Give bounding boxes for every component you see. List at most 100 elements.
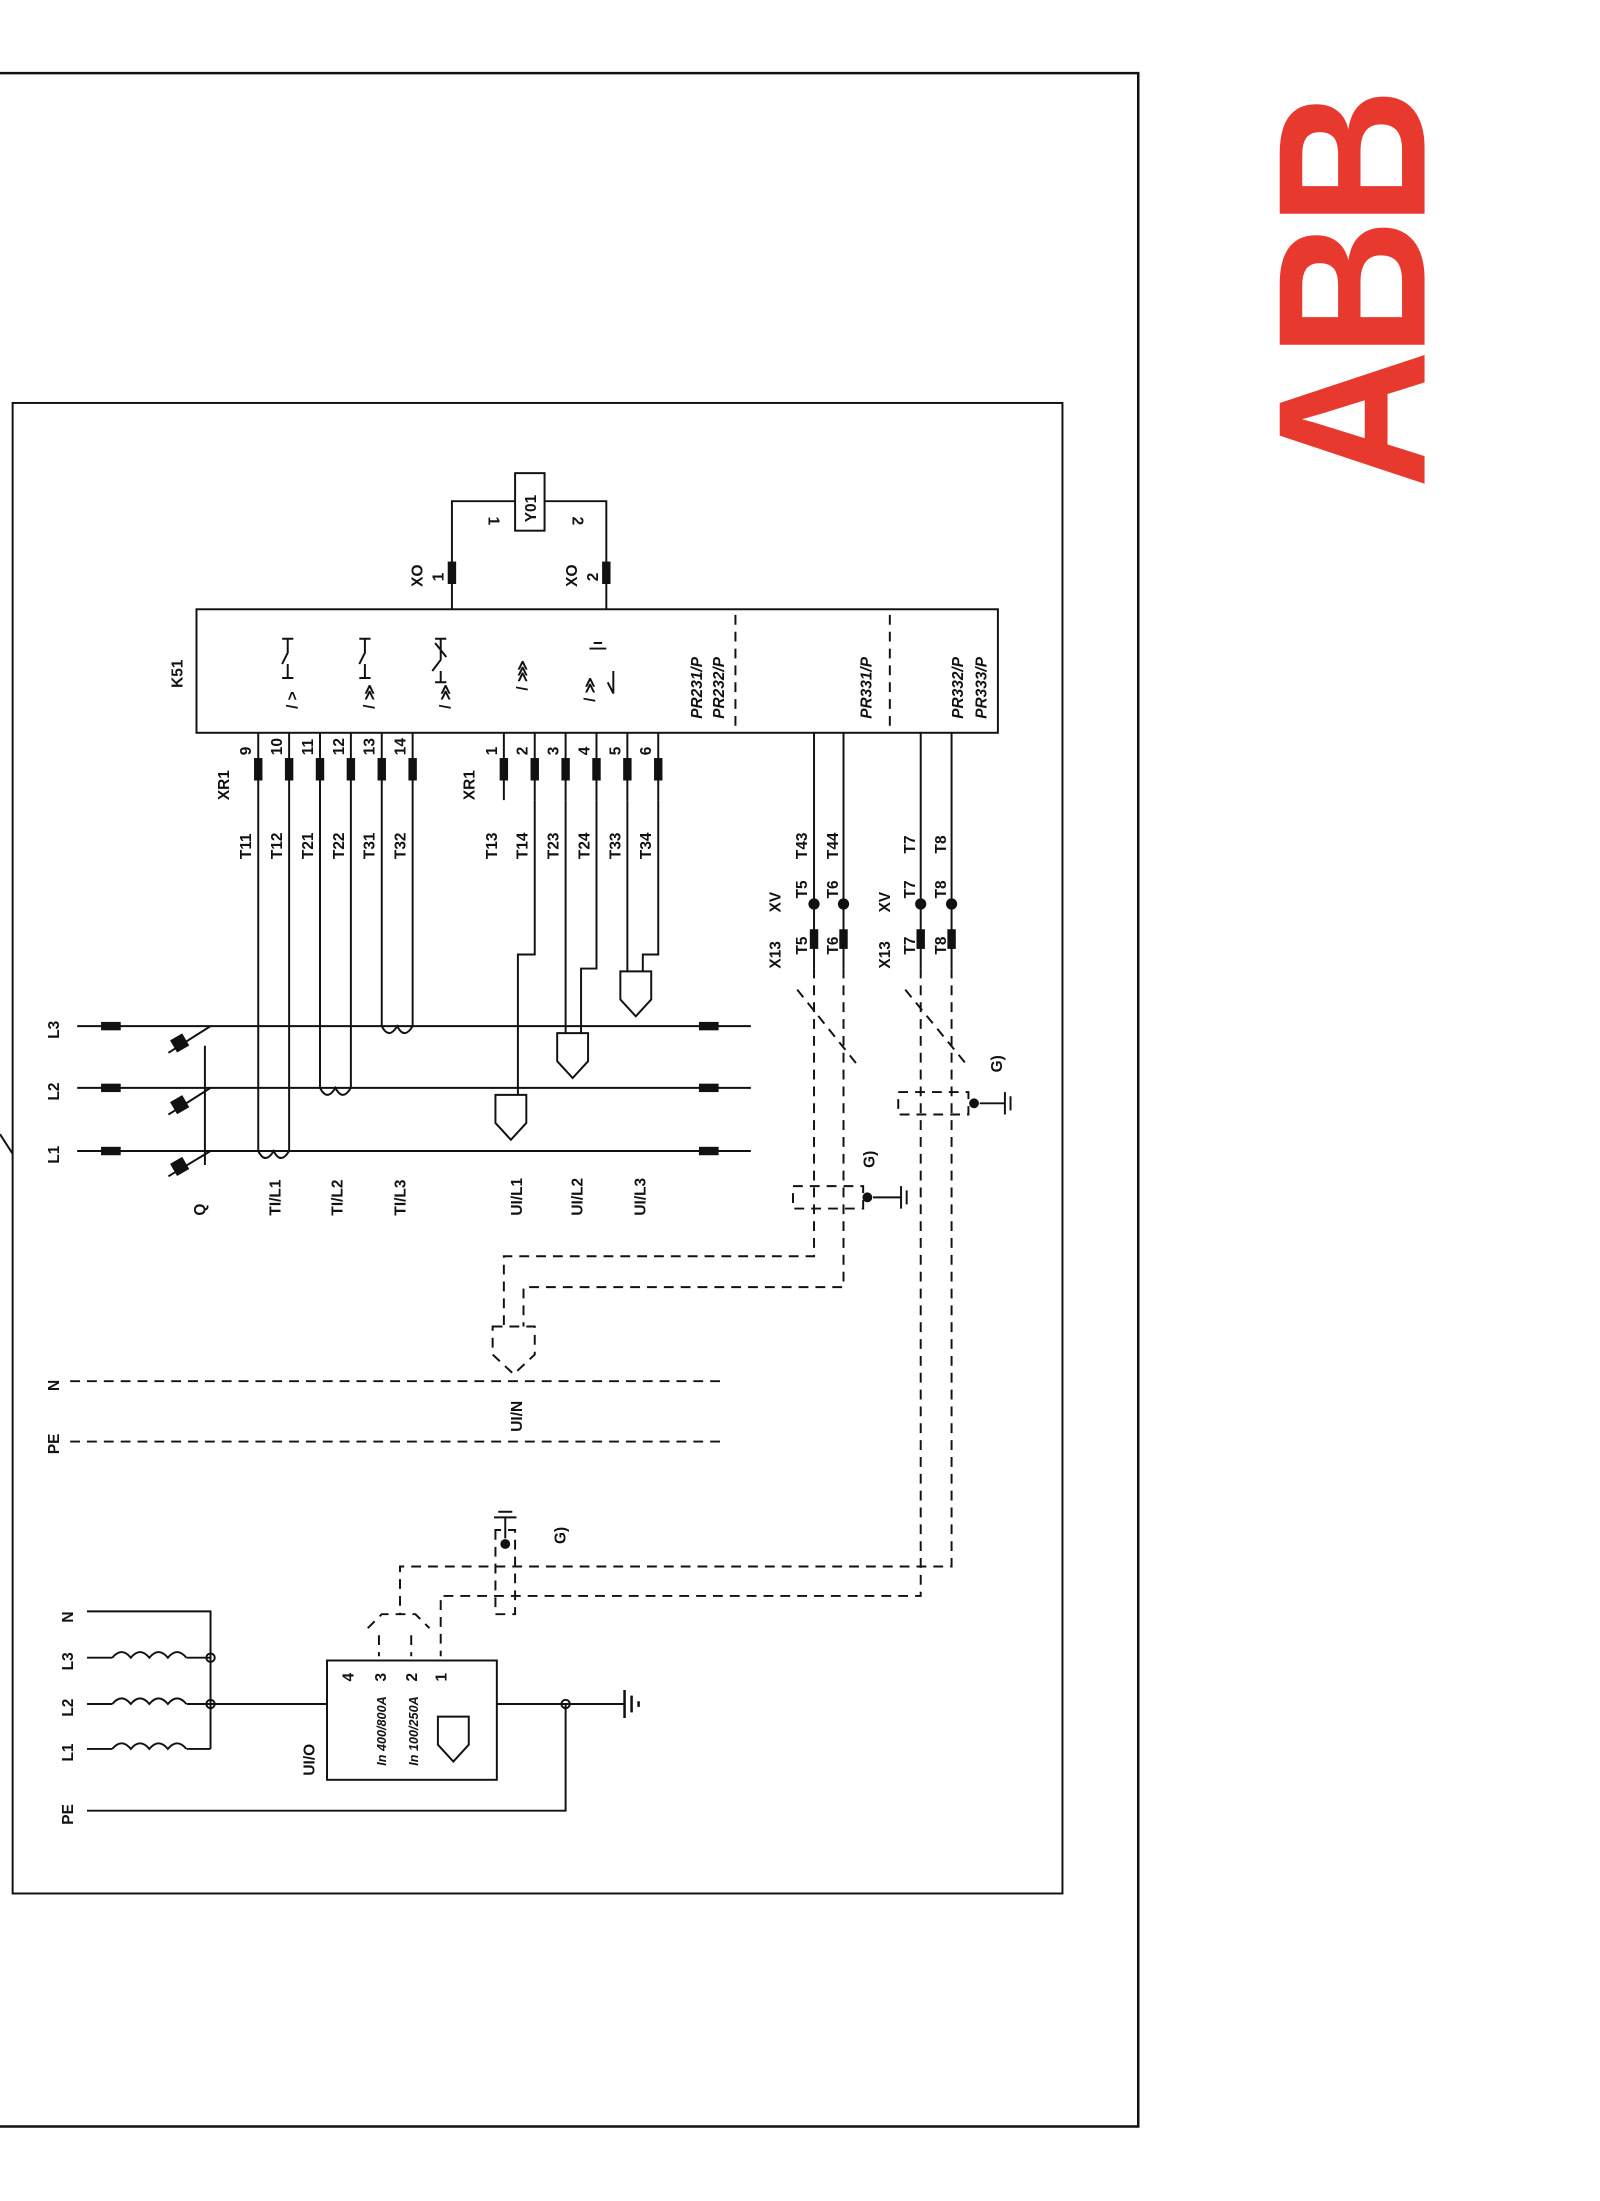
svg-text:PR332/P: PR332/P (950, 656, 967, 718)
svg-text:/ ≫: / ≫ (582, 677, 599, 702)
xr1-pin-label: 14 (393, 738, 410, 756)
svg-text:T43: T43 (794, 832, 811, 859)
current-transformer-icon (257, 1148, 290, 1160)
svg-text:1: 1 (433, 1673, 450, 1682)
svg-text:ABB: ABB (1234, 96, 1470, 489)
svg-text:L3: L3 (60, 1652, 77, 1670)
svg-text:PR333/P: PR333/P (974, 656, 991, 718)
coil-y01: Y01 1 2 XO 1 XO 2 (409, 472, 611, 610)
svg-text:L1: L1 (60, 1743, 77, 1761)
xr1-pin-label: 11 (300, 739, 317, 756)
xr1-pin-label: 1 (484, 746, 501, 755)
svg-text:XV: XV (767, 891, 784, 912)
xr1-pin-label: 10 (269, 738, 286, 755)
svg-text:UI/L2: UI/L2 (569, 1178, 586, 1216)
wire-label: T14 (515, 832, 532, 859)
wire-label: T22 (331, 833, 348, 860)
svg-text:PR232/P: PR232/P (711, 656, 728, 718)
svg-text:L2: L2 (60, 1699, 77, 1717)
svg-text:T7: T7 (902, 835, 919, 853)
svg-text:/ ≫: / ≫ (438, 684, 455, 709)
wire-label: T31 (362, 832, 379, 859)
phase-lines: L3 L2 L1 Q TI/L1 TI/L2 TI/L3 UI/L1 UI/L2… (46, 800, 751, 1216)
svg-text:UI/N: UI/N (509, 1401, 526, 1432)
svg-text:UI/L3: UI/L3 (633, 1177, 650, 1215)
svg-text:2: 2 (404, 1673, 421, 1682)
svg-text:G): G) (989, 1055, 1006, 1072)
abb-logo: ABB (1234, 96, 1470, 489)
svg-text:T7: T7 (902, 937, 919, 955)
svg-text:TI/L1: TI/L1 (268, 1179, 285, 1215)
svg-text:/ >: / > (285, 691, 302, 709)
xr1-pin-label: 13 (362, 738, 379, 756)
wire-label: T21 (300, 832, 317, 859)
svg-text:T8: T8 (933, 880, 950, 898)
svg-text:N: N (46, 1380, 63, 1391)
svg-text:UI/O: UI/O (301, 1744, 318, 1776)
svg-text:In 400/800A: In 400/800A (375, 1696, 389, 1765)
svg-text:2: 2 (569, 517, 586, 526)
xr1-pin-label: 5 (607, 746, 624, 755)
xr1-pin-label: 9 (238, 747, 255, 756)
svg-text:XO: XO (409, 565, 426, 587)
k51-trip-unit: K51 / > / ≫ / ≫ / ⋙ / ≫ PR231/P PR232/P … (169, 608, 999, 734)
svg-text:G): G) (861, 1151, 878, 1168)
svg-text:PE: PE (46, 1434, 63, 1455)
wire-label: T33 (607, 832, 624, 859)
svg-text:T44: T44 (825, 832, 842, 859)
svg-text:T7: T7 (902, 880, 919, 898)
svg-text:T5: T5 (794, 936, 811, 954)
svg-text:T6: T6 (825, 936, 842, 954)
svg-text:XR1: XR1 (461, 770, 478, 800)
inner-frame (11, 401, 1064, 1895)
svg-text:X13: X13 (767, 941, 784, 969)
svg-text:L3: L3 (46, 1020, 63, 1038)
xr1-terminals: XR1 XR1 9T1110T1211T2112T2213T3114T321T1… (216, 732, 663, 1160)
svg-text:1: 1 (431, 572, 448, 581)
svg-text:3: 3 (373, 1673, 390, 1682)
xr1-pin-label: 3 (546, 746, 563, 755)
dashed-wiring: G) G) G) (367, 968, 1012, 1657)
svg-text:G): G) (553, 1527, 570, 1544)
wire-label: T34 (638, 832, 655, 859)
svg-text:PR231/P: PR231/P (689, 656, 706, 718)
svg-text:PE: PE (60, 1804, 77, 1825)
current-transformer-icon (319, 1085, 352, 1096)
svg-text:1: 1 (484, 517, 501, 526)
wire-label: T13 (484, 832, 501, 859)
wire-label: T24 (576, 832, 593, 859)
xv-connectors: T43 T44 T7 T8 XV XV T5 T6 T7 T8 X13 X13 … (767, 732, 958, 969)
svg-text:/ ≫: / ≫ (362, 684, 379, 709)
svg-text:T8: T8 (933, 835, 950, 853)
xr1-pin-label: 4 (576, 746, 593, 755)
svg-text:TI/L2: TI/L2 (329, 1180, 346, 1216)
svg-text:T8: T8 (933, 936, 950, 954)
svg-text:K51: K51 (169, 659, 186, 688)
current-transformer-icon (380, 1024, 414, 1035)
svg-text:N: N (60, 1611, 77, 1622)
svg-text:T5: T5 (794, 880, 811, 898)
wire-label: T11 (238, 833, 255, 859)
svg-text:XR1: XR1 (216, 770, 233, 800)
wire-label: T12 (269, 833, 286, 860)
wire-label: T32 (393, 833, 410, 860)
svg-text:L1: L1 (46, 1145, 63, 1163)
svg-text:/ ⋙: / ⋙ (515, 660, 532, 691)
svg-text:Q: Q (192, 1204, 209, 1216)
svg-text:L2: L2 (46, 1083, 63, 1101)
svg-text:TI/L3: TI/L3 (393, 1179, 410, 1215)
svg-text:XV: XV (877, 891, 894, 912)
xr1-pin-label: 2 (515, 747, 532, 756)
svg-text:In 100/250A: In 100/250A (407, 1696, 421, 1765)
svg-text:XO: XO (564, 565, 581, 587)
svg-text:4: 4 (341, 1673, 358, 1682)
svg-text:X13: X13 (877, 941, 894, 969)
neutral-lines: N PE UI/N (46, 1380, 723, 1454)
ui-o-section: N L3 L2 L1 PE UI/O 4 3 2 1 In 400/800A I… (60, 1610, 640, 1825)
xr1-pin-label: 6 (638, 746, 655, 755)
svg-text:PR331/P: PR331/P (859, 656, 876, 718)
svg-text:T6: T6 (825, 880, 842, 898)
svg-text:Y01: Y01 (523, 494, 540, 522)
outer-frame (0, 71, 1140, 2128)
